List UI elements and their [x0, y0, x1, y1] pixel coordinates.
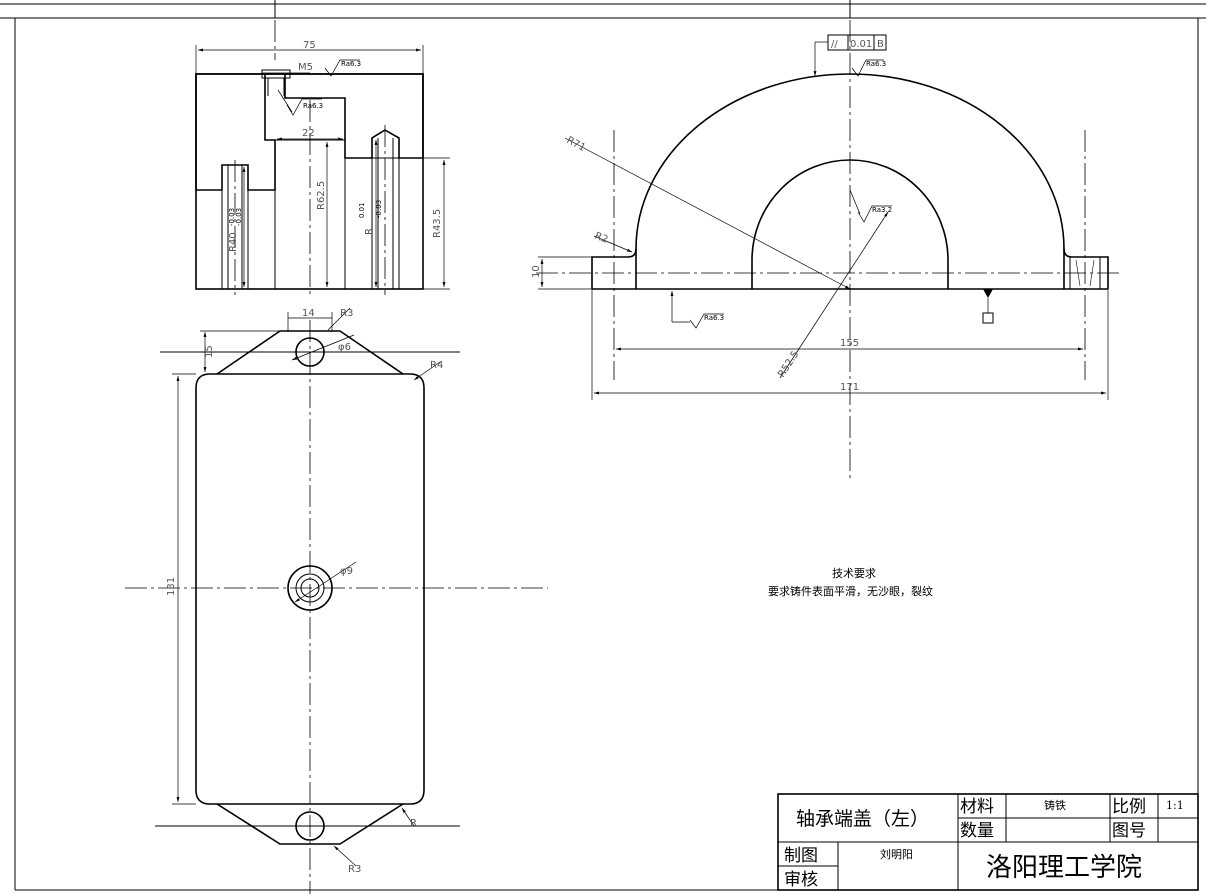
datum-box: [982, 312, 994, 324]
dim-r2: R2: [593, 231, 609, 246]
checked-label: 审核: [784, 870, 818, 890]
quantity-label: 数量: [960, 821, 994, 841]
technical-notes: 技术要求 要求铸件表面平滑，无沙眼，裂纹: [768, 567, 933, 598]
title-block: 轴承端盖（左） 材料 铸铁 比例 1:1 数量 图号 制图 刘明阳 审核 洛阳理…: [777, 793, 1199, 891]
dim-14: 14: [302, 308, 315, 319]
section-outline: [195, 73, 424, 290]
notes-body: 要求铸件表面平滑，无沙眼，裂纹: [768, 584, 933, 598]
tol-r40-b: -0.03: [235, 208, 243, 226]
notes-title: 技术要求: [832, 567, 876, 580]
drawn-by: 刘明阳: [880, 848, 913, 861]
tol-right-b: -0.03: [375, 200, 383, 218]
dim-131: 131: [166, 577, 177, 596]
dim-r-right: R: [364, 228, 375, 235]
roughness-top-arc: Ra6.3: [866, 60, 886, 68]
dim-r-bottom: R: [410, 818, 417, 829]
dim-10: 10: [531, 265, 542, 278]
dim-r3-bottom: R3: [348, 864, 361, 875]
dim-171: 171: [840, 382, 859, 393]
tolerance-datum: B: [877, 39, 884, 50]
dim-r52-5: R52.5: [776, 349, 801, 379]
dim-r40: R40: [228, 232, 239, 252]
drawn-label: 制图: [784, 846, 818, 866]
roughness-bottom: Ra6.3: [704, 314, 724, 322]
dim-75: 75: [303, 40, 316, 51]
scale-label: 比例: [1112, 797, 1146, 817]
roughness-hole: Ra6.3: [303, 102, 323, 110]
tolerance-value: 0.01: [850, 39, 872, 50]
tol-right-a: 0.01: [358, 202, 366, 218]
dim-22: 22: [302, 128, 315, 139]
dim-r4: R4: [430, 360, 443, 371]
tol-r40-a: -0.03: [228, 208, 236, 226]
front-arc-view: R71 R2 10 155 171 R52.5 // 0.01 B Ra6.3 …: [531, 20, 1120, 480]
dim-r62-5: R62.5: [316, 181, 327, 210]
roughness-top: Ra6.3: [341, 60, 361, 68]
top-plan-view: 14 R3 φ6 15 R4 131 φ9 R R3: [125, 307, 548, 894]
material-value: 铸铁: [1044, 798, 1066, 812]
material-label: 材料: [960, 797, 994, 817]
tolerance-symbol: //: [831, 39, 838, 50]
left-section-view: 75 M5 Ra6.3 Ra6.3 22 R62.5 R43.5 R40 -0.…: [195, 20, 450, 295]
plan-outline: [195, 373, 425, 805]
dim-d9: φ9: [340, 566, 353, 577]
dim-r43-5: R43.5: [432, 209, 443, 238]
part-name: 轴承端盖（左）: [796, 808, 929, 830]
tolerance-frame: [827, 34, 887, 51]
dim-m5: M5: [298, 62, 313, 73]
dim-d6: φ6: [338, 342, 351, 353]
dim-r3-top: R3: [340, 308, 353, 319]
drawing-no-label: 图号: [1112, 821, 1146, 841]
roughness-inner: Ra3.2: [872, 206, 892, 214]
dim-15: 15: [204, 345, 215, 358]
dim-155: 155: [840, 338, 859, 349]
school-name: 洛阳理工学院: [986, 853, 1142, 883]
dim-r71: R71: [565, 135, 588, 154]
scale-value: 1:1: [1166, 799, 1184, 812]
